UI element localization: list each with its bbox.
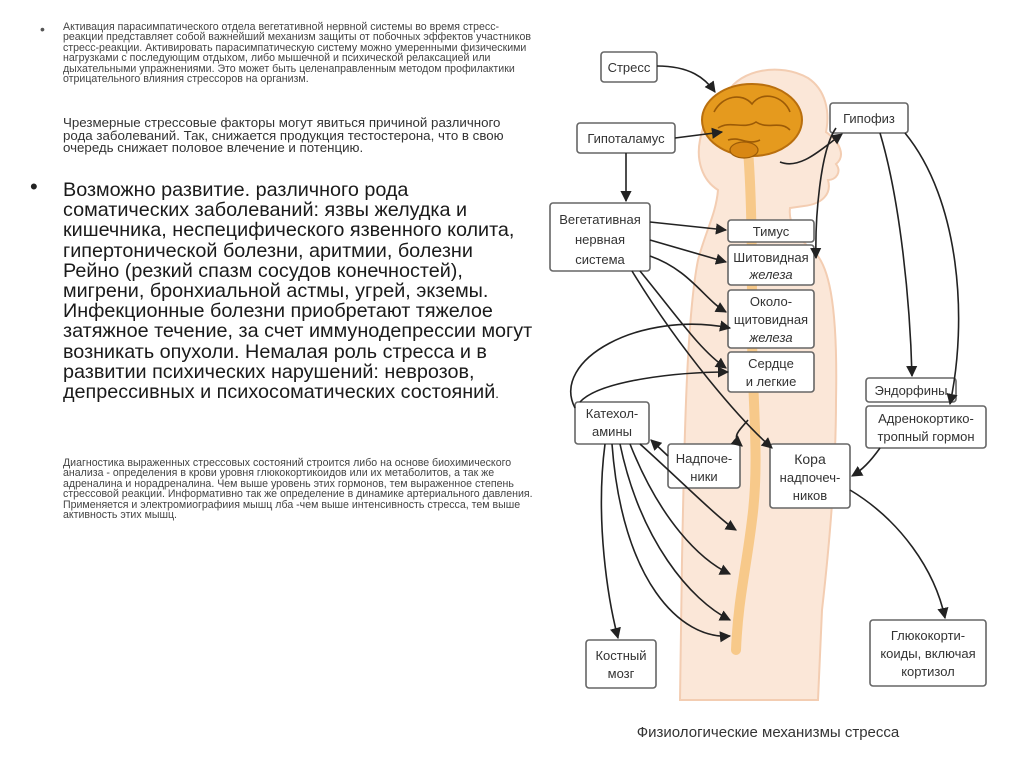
box-thymus <box>727 219 815 243</box>
label-thyroid-1: Шитовидная <box>733 250 808 265</box>
label-stress: Стресс <box>608 60 651 75</box>
paragraph-parasympathetic: Активация парасимпатического отдела веге… <box>63 21 532 86</box>
label-cortex-2: надпочеч- <box>780 470 841 485</box>
box-adrenal <box>667 443 741 489</box>
label-autonomic-1: Вегетативная <box>559 212 640 227</box>
arrow-pituitary-endorphins <box>879 132 918 378</box>
paragraph-diagnostics: Диагностика выраженных стрессовых состоя… <box>63 457 533 522</box>
label-cortex-1: Кора <box>794 451 826 467</box>
arrow-adrenal-catecholamines <box>650 439 669 457</box>
label-parathyroid-1: Около- <box>750 294 792 309</box>
label-gluco-1: Глюкокорти- <box>891 628 965 643</box>
label-gluco-3: кортизол <box>901 664 955 679</box>
arrow-autonomic-parathyroid <box>649 255 727 313</box>
bullet-2: • <box>30 174 38 199</box>
label-hypothalamus: Гипоталамус <box>587 131 665 146</box>
label-heart-1: Сердце <box>748 356 794 371</box>
arrow-pituitary-thyroid <box>810 127 837 260</box>
label-heart-2: и легкие <box>746 374 797 389</box>
label-parathyroid-3: железа <box>748 330 792 345</box>
label-thyroid-2: железа <box>748 267 792 282</box>
arrow-stress-brain <box>656 65 716 93</box>
arrow-cat-bone-marrow <box>600 443 621 640</box>
arrow-hypothalamus-brain <box>674 127 724 139</box>
label-acth-1: Адренокортико- <box>878 411 974 426</box>
box-thyroid <box>727 244 815 286</box>
label-pituitary: Гипофиз <box>843 111 895 126</box>
box-parathyroid <box>727 289 815 349</box>
label-endorphins: Эндорфины <box>874 383 947 398</box>
box-pituitary <box>829 102 909 134</box>
diagram-caption: Физиологические механизмы стресса <box>637 724 900 741</box>
arrow-autonomic-thyroid <box>649 239 728 265</box>
label-bone-marrow-2: мозг <box>608 666 635 681</box>
label-acth-2: тропный гормон <box>877 429 974 444</box>
box-glucocorticoids <box>869 619 987 687</box>
box-adrenal-cortex <box>769 443 851 509</box>
box-stress <box>600 51 658 83</box>
box-autonomic <box>549 202 651 272</box>
label-gluco-2: коиды, включая <box>880 646 975 661</box>
arrow-autonomic-heart <box>639 270 727 369</box>
box-endorphins <box>865 377 957 403</box>
label-adrenal-2: ники <box>690 469 717 484</box>
arrow-brain-pituitary <box>779 133 843 165</box>
arrow-cat-1 <box>569 320 732 409</box>
arrow-cat-4 <box>629 443 732 575</box>
label-catecholamines-2: амины <box>592 424 632 439</box>
arrow-cortex-gluco <box>849 489 949 620</box>
paragraph-somatic-text: Возможно развитие. различного рода сомат… <box>63 179 533 404</box>
paragraph-excess-stress: Чрезмерные стрессовые факторы могут явит… <box>63 115 504 156</box>
arrow-acth-cortex <box>851 447 881 477</box>
box-bone-marrow <box>585 639 657 689</box>
paragraph-somatic-end: . <box>495 386 499 402</box>
label-bone-marrow-1: Костный <box>595 648 646 663</box>
brain-icon <box>701 83 803 159</box>
bullet-1: • <box>40 21 45 37</box>
paragraph-somatic-diseases: Возможно развитие. различного рода сомат… <box>63 180 533 404</box>
arrow-autonomic-thymus <box>649 221 728 235</box>
label-thymus: Тимус <box>753 224 790 239</box>
arrow-autonomic-cortex <box>631 270 773 449</box>
label-autonomic-2: нервная <box>575 232 625 247</box>
label-cortex-3: ников <box>793 488 828 503</box>
label-autonomic-3: система <box>575 252 625 267</box>
arrow-cat-2 <box>579 366 730 403</box>
label-adrenal-1: Надпоче- <box>676 451 733 466</box>
box-acth <box>865 405 987 449</box>
arrow-cat-5 <box>619 443 732 621</box>
arrow-spine-adrenal <box>730 419 749 447</box>
arrow-cat-6 <box>611 443 732 643</box>
arrow-pituitary-acth <box>904 132 960 406</box>
label-parathyroid-2: щитовидная <box>734 312 808 327</box>
arrow-cat-3 <box>639 443 737 531</box>
label-catecholamines-1: Катехол- <box>586 406 638 421</box>
